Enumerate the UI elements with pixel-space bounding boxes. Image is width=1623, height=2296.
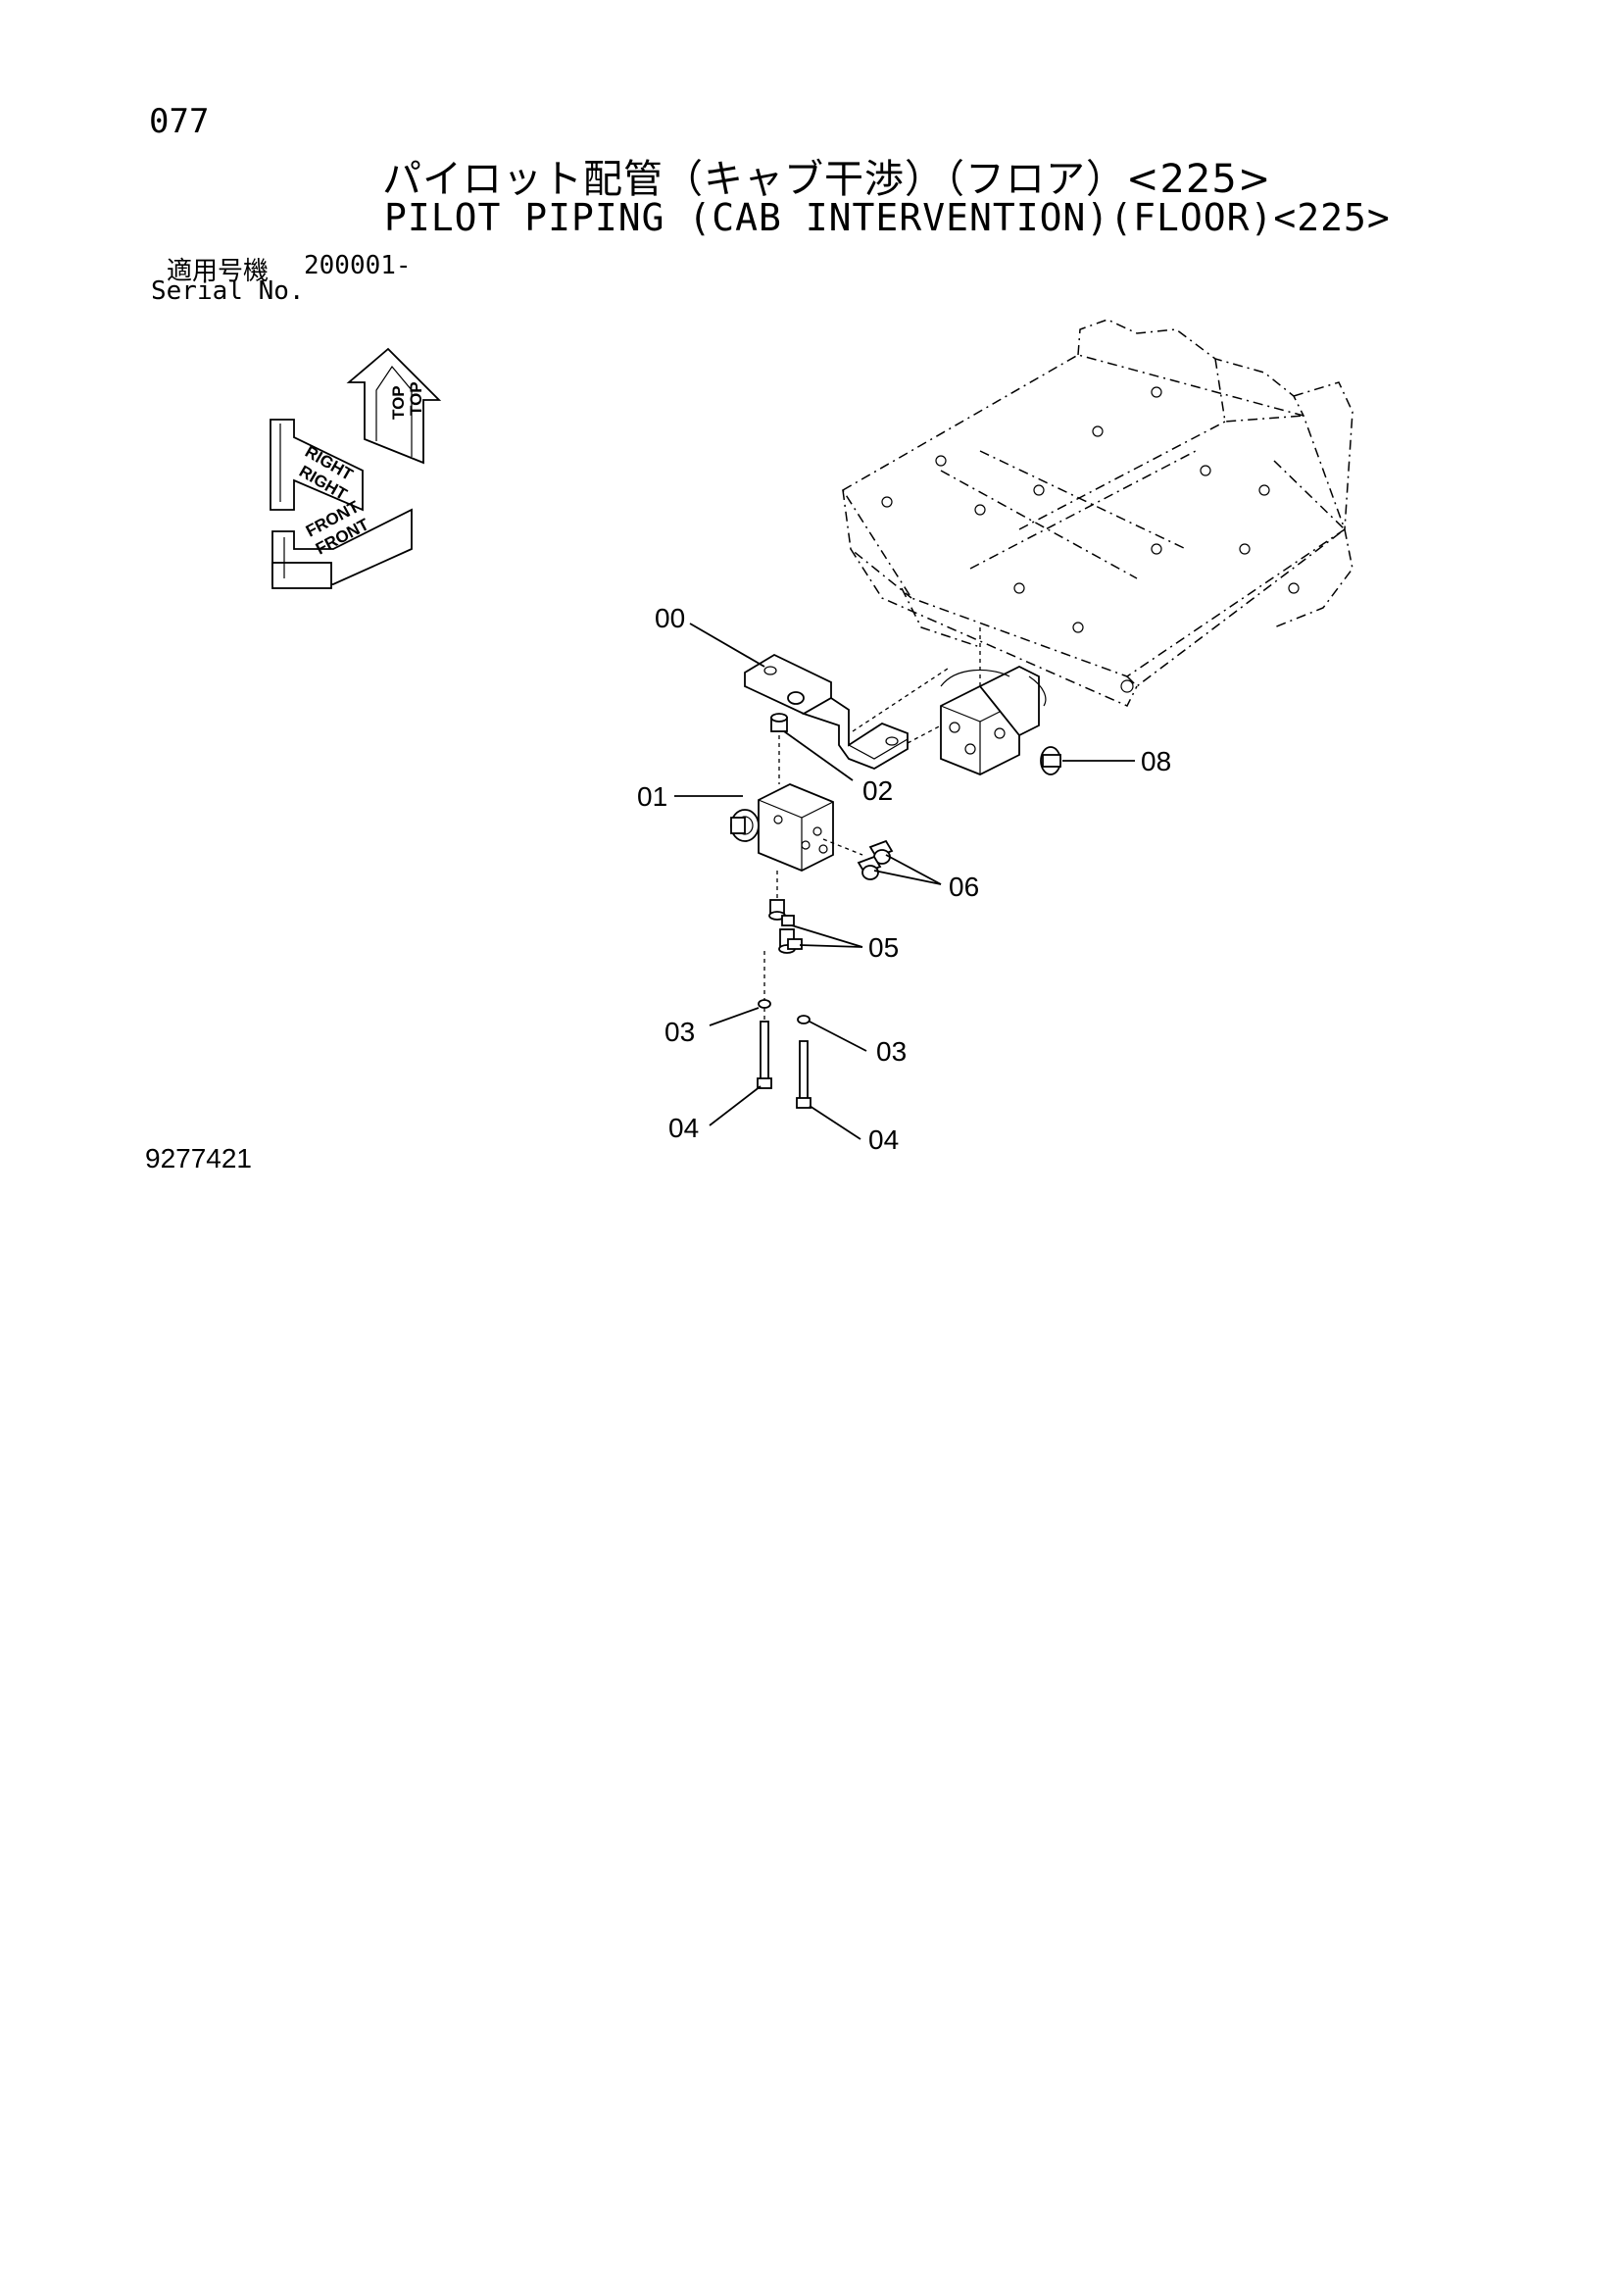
drawing-number: 9277421 [145,1143,253,1173]
fittings-05 [768,899,803,954]
callout-04-right: 04 [868,1124,899,1155]
callout-05: 05 [868,932,899,963]
arrow-right-icon [270,419,364,512]
valve-block-01 [730,783,834,872]
serial-range: 200001- [304,251,412,280]
callout-labels: 00 01 02 03 03 04 04 05 06 08 [637,603,1171,1155]
orient-label-top-shadow: TOP [407,381,425,416]
fitting-08 [1040,746,1061,775]
bolt-04-left [757,1021,772,1089]
arrow-down-icon [271,508,413,589]
callout-04-left: 04 [668,1113,699,1143]
bracket-00 [744,653,909,770]
callout-03-right: 03 [876,1036,907,1067]
callout-02: 02 [862,775,893,806]
o-ring-03-left [758,999,771,1009]
assembly-paths [763,627,981,1022]
valve-block-frame [940,665,1047,775]
o-ring-03-right [797,1015,811,1024]
page-number: 077 [149,102,210,141]
arrow-up-icon [346,347,442,465]
bolt-04-right [796,1040,812,1109]
cab-floor-frame [841,319,1353,707]
callout-06: 06 [949,872,979,902]
serial-label-english: Serial No. [151,276,305,306]
callout-01: 01 [637,781,667,812]
orient-label-top: TOP [389,385,408,420]
leader-lines [674,623,1135,1140]
bolt-02 [770,713,788,732]
callout-00: 00 [655,603,685,633]
serial-label-japanese: 適用号機 [167,257,270,286]
callout-03-left: 03 [664,1017,695,1047]
callout-08: 08 [1141,746,1171,776]
page-title-japanese: パイロット配管（キャブ干渉）（フロア）<225> [382,157,1272,202]
orientation-indicator: TOP TOP RIGHT RIGHT FRONT FRONT [270,347,442,589]
page-title-english: PILOT PIPING (CAB INTERVENTION)(FLOOR)<2… [384,196,1391,239]
